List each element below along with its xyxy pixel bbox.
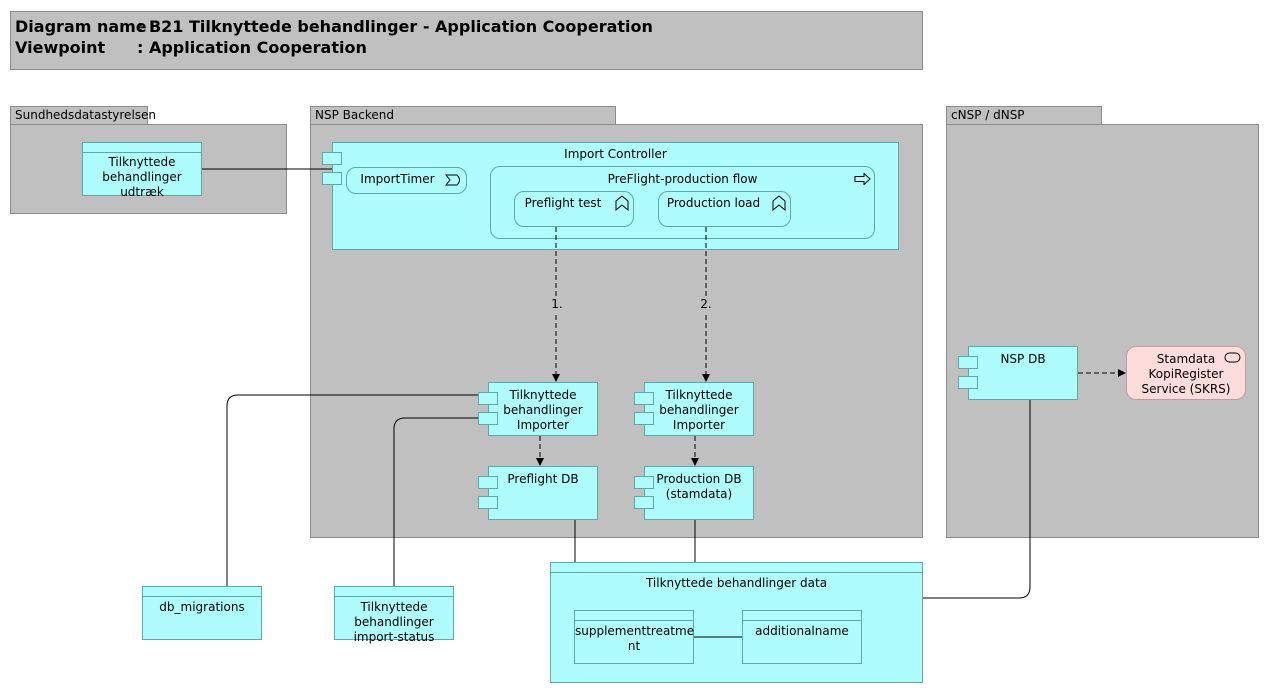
tilknyttede-data-label: Tilknyttede behandlinger data [645,576,828,590]
data-object-tilknyttede-udtraek[interactable]: Tilknyttede behandlinger udtræk [82,142,202,199]
db-migrations-label: db_migrations [159,600,245,614]
function-production-load[interactable]: Production load [658,191,791,227]
component-nsp-db[interactable]: NSP DB [968,346,1078,400]
production-load-label: Production load [666,196,761,210]
component-port-icon [634,412,654,425]
component-port-icon [634,496,654,509]
import-controller-label: Import Controller [564,147,667,161]
viewpoint-value: : Application Cooperation [137,38,367,57]
group-tab-cnsp-dnsp[interactable]: cNSP / dNSP [946,106,1102,125]
importer-right-line-1: Tilknyttede [665,388,733,402]
viewpoint-label: Viewpoint [15,38,106,57]
component-preflight-db[interactable]: Preflight DB [488,466,598,520]
diagram-name-row: Diagram name: B21 Tilknyttede behandling… [15,17,653,36]
component-importer-left[interactable]: Tilknyttede behandlinger Importer [488,382,598,436]
function-icon [615,195,629,211]
component-port-icon [478,496,498,509]
diagram-name-value: : B21 Tilknyttede behandlinger - Applica… [137,17,653,36]
component-port-icon [634,476,654,489]
supplementtreatment-line-2: nt [627,639,641,653]
data-object-db-migrations[interactable]: db_migrations [142,586,262,640]
importer-left-line-2: behandlinger [503,403,583,417]
additionalname-label: additionalname [755,624,849,638]
component-port-icon [958,356,978,369]
group-tab-sundhedsdatastyrelsen[interactable]: Sundhedsdatastyrelsen [10,106,156,125]
preflight-test-label: Preflight test [524,196,602,210]
supplementtreatment-line-1: supplementtreatme [575,624,695,638]
component-port-icon [634,392,654,405]
import-status-line-2: behandlinger [354,615,434,629]
preflight-production-flow-label: PreFlight-production flow [607,172,758,186]
group-cnsp-dnsp[interactable] [946,124,1259,538]
skrs-line-2: KopiRegister [1148,367,1224,381]
production-db-line-1: Production DB [656,472,742,486]
diagram-name-label: Diagram name [15,17,147,36]
udtraek-line-3: udtræk [120,185,164,199]
data-object-header-line [743,620,861,621]
component-port-icon [322,172,342,185]
skrs-line-1: Stamdata [1156,352,1216,366]
component-port-icon [322,152,342,165]
importer-right-line-2: behandlinger [659,403,739,417]
udtraek-line-2: behandlinger [102,170,182,184]
component-production-db[interactable]: Production DB (stamdata) [644,466,754,520]
data-object-header-line [83,152,201,153]
nsp-db-label: NSP DB [1000,352,1046,366]
edge-label-1: 1. [549,297,565,312]
function-preflight-test[interactable]: Preflight test [514,191,634,227]
viewpoint-row: Viewpoint : Application Cooperation [15,38,367,57]
data-object-header-line [335,596,453,597]
data-object-header-line [143,596,261,597]
udtraek-line-1: Tilknyttede [108,155,176,169]
data-object-header-line [575,620,693,621]
service-icon [1224,352,1241,363]
import-status-line-1: Tilknyttede [360,600,428,614]
importer-left-line-3: Importer [516,418,570,432]
component-port-icon [478,392,498,405]
event-icon [445,174,460,186]
importer-left-line-1: Tilknyttede [509,388,577,402]
event-import-timer[interactable]: ImportTimer [346,167,467,194]
edge-label-2: 2. [698,297,714,312]
skrs-line-3: Service (SKRS) [1141,382,1231,396]
function-icon [772,195,786,211]
data-object-supplementtreatment[interactable]: supplementtreatme nt [574,610,694,664]
process-arrow-icon [854,173,871,185]
group-tab-nsp-backend[interactable]: NSP Backend [310,106,616,125]
service-skrs[interactable]: Stamdata KopiRegister Service (SKRS) [1126,346,1246,400]
preflight-db-label: Preflight DB [507,472,579,486]
diagram-header: Diagram name: B21 Tilknyttede behandling… [10,11,923,70]
production-db-line-2: (stamdata) [665,487,733,501]
component-port-icon [478,412,498,425]
data-object-additionalname[interactable]: additionalname [742,610,862,664]
component-importer-right[interactable]: Tilknyttede behandlinger Importer [644,382,754,436]
data-object-header-line [551,572,922,573]
importer-right-line-3: Importer [672,418,726,432]
component-port-icon [958,376,978,389]
import-timer-label: ImportTimer [360,172,435,186]
import-status-line-3: import-status [353,630,435,644]
data-object-import-status[interactable]: Tilknyttede behandlinger import-status [334,586,454,644]
component-port-icon [478,476,498,489]
